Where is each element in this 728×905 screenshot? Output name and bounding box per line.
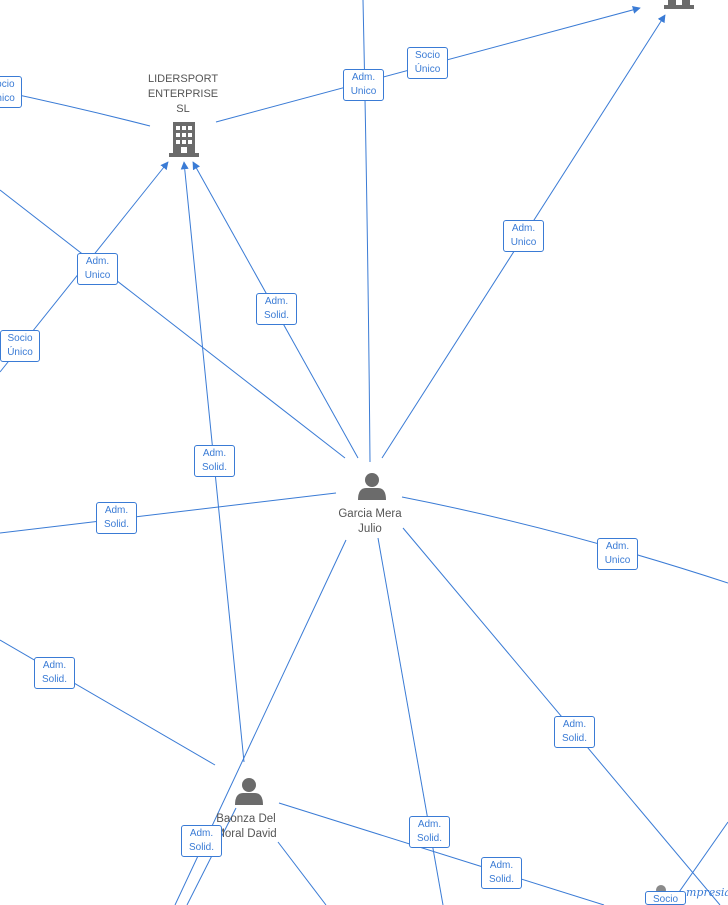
edge-label[interactable]: Adm. Solid.	[554, 716, 595, 748]
edge-label[interactable]: Socio Único	[407, 47, 448, 79]
edge-top-down-to-person	[362, 0, 371, 463]
building-icon[interactable]	[664, 0, 694, 9]
person-name-baonza-del-moral[interactable]: Baonza Del Moral David	[215, 813, 277, 840]
edge-label[interactable]: Adm. Solid.	[34, 657, 75, 689]
edge-left-top-to-company	[0, 90, 151, 127]
person-icon[interactable]	[235, 778, 263, 805]
building-icon[interactable]	[169, 122, 199, 157]
person-icon[interactable]	[358, 473, 386, 500]
edge-label[interactable]: Adm. Solid.	[481, 857, 522, 889]
edge-label[interactable]: Adm. Unico	[597, 538, 638, 570]
edge-label[interactable]: Socio Único	[0, 330, 40, 362]
edge-baonza-to-bottom-right	[278, 802, 605, 905]
edge-label[interactable]: Adm. Solid.	[256, 293, 297, 325]
edge-label[interactable]: Adm. Solid.	[194, 445, 235, 477]
edge-label[interactable]: Adm. Unico	[343, 69, 384, 101]
edge-label[interactable]: Socio	[645, 891, 686, 905]
edge-left-low-to-baonza	[0, 639, 216, 766]
edge-label[interactable]: Adm. Unico	[503, 220, 544, 252]
watermark-logo-text: mpresia	[686, 886, 728, 899]
edge-left-upper-to-person	[0, 189, 346, 459]
edge-left-mid-to-person	[0, 492, 337, 534]
edge-label[interactable]: Adm. Unico	[77, 253, 118, 285]
edge-person-to-bottom	[377, 537, 444, 905]
edge-label[interactable]: Socio Único	[0, 76, 22, 108]
edge-label[interactable]: Adm. Solid.	[96, 502, 137, 534]
edge-baonza-to-bottom	[277, 841, 327, 905]
person-name-garcia-mera[interactable]: Garcia Mera Julio	[338, 508, 402, 535]
edge-person-to-right	[401, 496, 728, 584]
company-name-lidersport[interactable]: LIDERSPORT ENTERPRISE SL	[147, 73, 219, 115]
edge-label[interactable]: Adm. Solid.	[181, 825, 222, 857]
edge-label[interactable]: Adm. Solid.	[409, 816, 450, 848]
